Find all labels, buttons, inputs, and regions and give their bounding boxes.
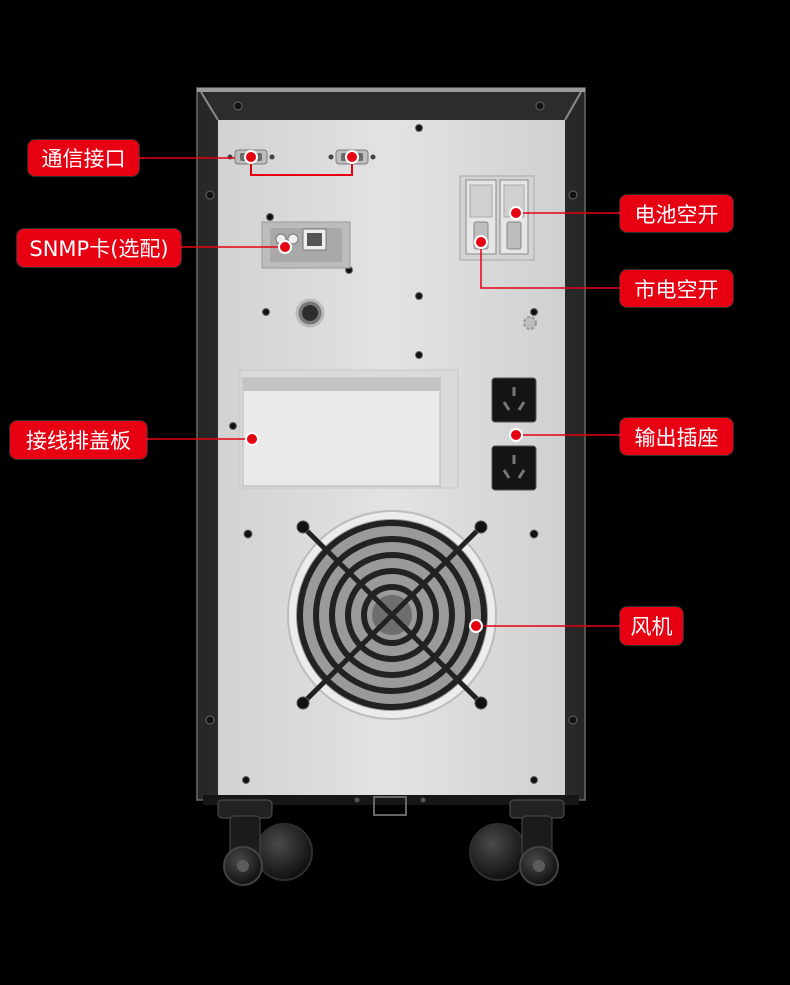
leader-mains xyxy=(480,242,620,289)
base xyxy=(203,795,579,816)
label-terminal-cover: 接线排盖板 xyxy=(10,421,147,459)
screw xyxy=(415,124,423,132)
bevel-line-right xyxy=(564,91,582,121)
caster-wheel-rear xyxy=(255,823,313,881)
screw xyxy=(243,529,253,539)
snmp-slot xyxy=(261,221,351,269)
leader-lines xyxy=(139,157,620,627)
dot-cover xyxy=(245,432,259,446)
caster-right xyxy=(469,799,565,886)
screw xyxy=(266,213,274,221)
screw xyxy=(535,101,545,111)
caster-left xyxy=(217,799,313,886)
screw xyxy=(229,422,237,430)
screw xyxy=(530,308,538,316)
screw xyxy=(242,776,250,784)
bevel-line-left xyxy=(200,91,219,121)
dot-battery xyxy=(509,206,523,220)
label-output-socket: 输出插座 xyxy=(620,418,733,455)
screw xyxy=(415,351,423,359)
output-socket-2 xyxy=(491,445,537,491)
leader-comm-link xyxy=(250,157,353,176)
output-sockets xyxy=(491,377,537,491)
screw xyxy=(205,715,215,725)
fan-grill xyxy=(297,520,487,710)
label-battery-breaker: 电池空开 xyxy=(620,195,733,232)
dot-mains xyxy=(474,235,488,249)
cabinet-top-edge xyxy=(197,88,585,92)
dot-comm-2 xyxy=(345,150,359,164)
screw xyxy=(205,190,215,200)
dot-snmp xyxy=(278,240,292,254)
screw xyxy=(568,715,578,725)
round-knob xyxy=(295,298,325,328)
callout-dots xyxy=(244,150,523,633)
screw xyxy=(233,101,243,111)
screw xyxy=(415,292,423,300)
fan xyxy=(287,510,497,720)
label-comm-port: 通信接口 xyxy=(28,140,139,176)
cabinet-top-bevel xyxy=(205,92,578,120)
snmp-led xyxy=(287,233,299,245)
breakers xyxy=(459,175,535,261)
screw xyxy=(530,776,538,784)
caster-wheel-rear xyxy=(469,823,527,881)
ground-mark-icon xyxy=(523,316,537,330)
dot-comm-1 xyxy=(244,150,258,164)
label-fan: 风机 xyxy=(620,607,683,645)
screw xyxy=(262,308,270,316)
dot-fan xyxy=(469,619,483,633)
terminal-cover-plate xyxy=(239,369,459,489)
dot-output xyxy=(509,428,523,442)
fan-screws xyxy=(296,520,488,710)
screw xyxy=(529,529,539,539)
label-mains-breaker: 市电空开 xyxy=(620,270,733,307)
screw xyxy=(568,190,578,200)
base-tab xyxy=(373,796,407,816)
output-socket-1 xyxy=(491,377,537,423)
label-snmp-card: SNMP卡(选配) xyxy=(17,229,181,267)
